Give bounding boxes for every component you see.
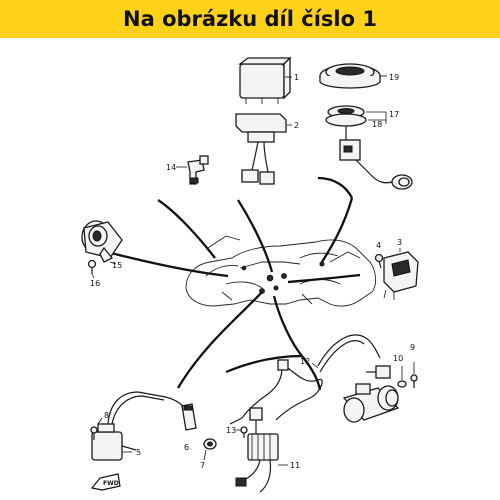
- callout-line: [321, 197, 354, 263]
- callout-line: [301, 355, 322, 391]
- sensor: [187, 155, 209, 185]
- bolt: [87, 259, 97, 274]
- mount-point: [273, 285, 279, 291]
- title-banner: Na obrázku díl číslo 1: [0, 0, 500, 38]
- fwd-label: FWD: [103, 480, 119, 487]
- relay: [238, 56, 292, 104]
- part-number: 12: [300, 357, 310, 366]
- callout-line: [106, 250, 229, 278]
- screw: [90, 426, 98, 440]
- part-number: 15: [112, 261, 122, 270]
- part-number: 19: [389, 73, 399, 82]
- callout-line: [317, 176, 354, 199]
- part-number: 1: [294, 73, 299, 82]
- wire-lead: [229, 334, 391, 425]
- part-number: 10: [393, 354, 403, 363]
- horn: [81, 220, 123, 263]
- callout-line: [237, 199, 274, 273]
- part-number: 3: [397, 238, 402, 247]
- starter-motor: [342, 383, 400, 423]
- mount-point: [266, 274, 274, 282]
- part-number: 17: [389, 110, 399, 119]
- callout-line: [287, 273, 361, 284]
- motorcycle-outline: [185, 235, 377, 307]
- fuel-sender-assembly: [325, 105, 413, 190]
- page-title: Na obrázku díl číslo 1: [123, 7, 377, 31]
- part-number: 13: [226, 426, 236, 435]
- relay-bracket: [235, 113, 287, 185]
- callout-line: [177, 291, 263, 389]
- part-number: 16: [90, 279, 100, 288]
- part-number-labels: 1 2 3 4 5 6 7 8 9 10 11 12 13 14 15 16 1…: [90, 73, 415, 470]
- washer: [397, 380, 407, 388]
- part-number: 2: [294, 121, 299, 130]
- mount-point: [281, 273, 287, 279]
- screw: [240, 426, 248, 438]
- part-number: 8: [104, 411, 109, 420]
- part-number: 7: [200, 461, 205, 470]
- part-number: 14: [166, 163, 176, 172]
- part-number: 5: [136, 448, 141, 457]
- regulator-rectifier: [235, 407, 279, 493]
- part-number: 18: [372, 120, 382, 129]
- fuel-cap-ring: [319, 63, 381, 89]
- callout-line: [225, 354, 303, 374]
- plug-cap: [181, 403, 197, 431]
- callout-lines: [106, 176, 361, 391]
- callout-line: [272, 295, 303, 357]
- cdi-unit: [383, 251, 419, 300]
- part-number: 9: [410, 343, 415, 352]
- part-number: 6: [184, 443, 189, 452]
- part-number: 4: [376, 241, 381, 250]
- mount-point: [319, 261, 325, 267]
- part-number: 11: [290, 461, 300, 470]
- bolt: [374, 253, 384, 269]
- bolt: [410, 374, 418, 388]
- mount-point: [241, 265, 247, 271]
- fwd-arrow-icon: FWD: [90, 473, 121, 491]
- grommet: [203, 438, 217, 450]
- ignition-coil: [91, 391, 187, 461]
- callout-line: [157, 199, 216, 259]
